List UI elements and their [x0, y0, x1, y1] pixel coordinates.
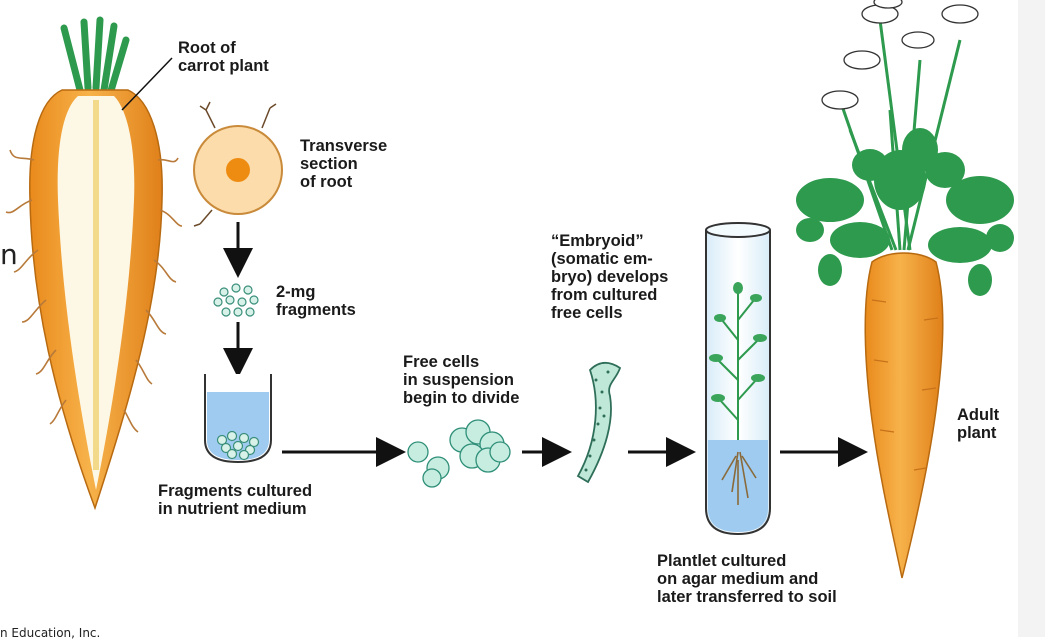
- label-fragments-cultured: Fragments cultured in nutrient medium: [158, 482, 313, 518]
- credit-text: n Education, Inc.: [0, 626, 101, 640]
- label-adult-plant: Adult plant: [957, 406, 1000, 442]
- label-free-cells: Free cells in suspension begin to divide: [403, 353, 520, 407]
- carrot-root-section: [5, 16, 183, 511]
- adult-carrot-plant: [796, 0, 1014, 579]
- transverse-section: [193, 101, 283, 227]
- fragments-dots: [213, 283, 259, 317]
- label-2mg-fragments: 2-mg fragments: [276, 283, 356, 319]
- label-embryoid: “Embryoid” (somatic em- bryo) develops f…: [551, 232, 669, 322]
- right-edge-strip: [1018, 0, 1045, 637]
- embryoid: [576, 362, 622, 484]
- diagram-canvas: [5, 0, 1014, 579]
- free-cells-cluster: [407, 419, 511, 488]
- plantlet-tube: [705, 222, 771, 536]
- label-transverse-section: Transverse section of root: [300, 137, 388, 191]
- culture-tube: [204, 374, 272, 464]
- root-label-leader: [121, 57, 173, 111]
- edge-cutoff-letter: n: [0, 238, 18, 271]
- label-root-of-carrot: Root of carrot plant: [178, 39, 269, 75]
- label-plantlet: Plantlet cultured on agar medium and lat…: [657, 552, 837, 606]
